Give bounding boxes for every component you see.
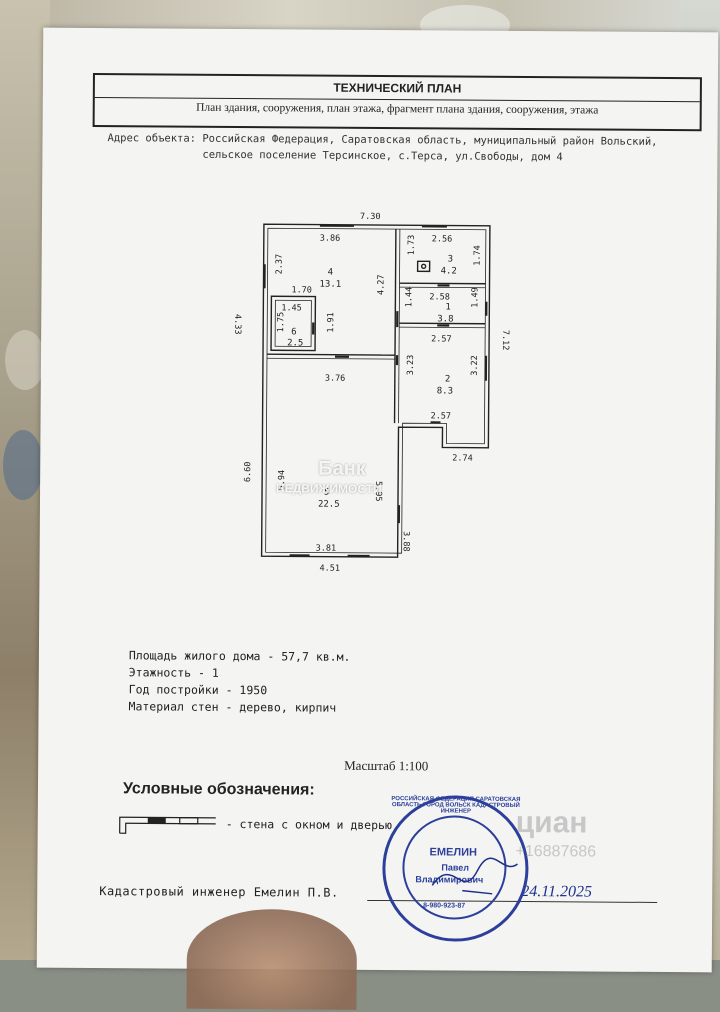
- room-area: 4.2: [441, 266, 457, 276]
- dim-room2-right: 3.22: [470, 355, 480, 376]
- room-area: 22.5: [318, 500, 340, 510]
- room-number: 4: [328, 268, 333, 278]
- dim-room5-bottom: 3.81: [316, 544, 337, 554]
- dim-room6-left: 1.75: [276, 312, 286, 333]
- address-line-1: Адрес объекта: Российская Федерация, Сар…: [107, 132, 657, 148]
- dim-room3-left: 1.73: [407, 235, 417, 256]
- fabric-flower: [3, 430, 43, 500]
- dim-room2-top: 2.57: [431, 334, 452, 344]
- floor-plan-drawing: 7.30 3.86 2.56 1.73 1.74 2.58 1.44 1.49 …: [229, 204, 532, 586]
- header-subtitle: План здания, сооружения, план этажа, фра…: [95, 101, 700, 117]
- dim-overall-right: 7.12: [500, 330, 510, 351]
- watermark-bank: Банк: [318, 458, 366, 481]
- engineer-label: Кадастровый инженер Емелин П.В.: [99, 884, 339, 900]
- header-box: ТЕХНИЧЕСКИЙ ПЛАН План здания, сооружения…: [93, 73, 702, 131]
- dim-room2-left: 3.23: [406, 355, 416, 376]
- dim-room1-top: 2.58: [429, 292, 450, 302]
- fabric-flower: [5, 330, 45, 390]
- legend-item: - стена с окном и дверью: [226, 817, 392, 832]
- legend-title: Условные обозначения:: [123, 780, 315, 799]
- watermark-realty: НЕДВИЖИМОСТИ: [276, 481, 382, 496]
- dim-bottom: 4.51: [319, 564, 340, 574]
- room-area: 2.5: [287, 338, 303, 348]
- dim-room4-top: 3.86: [320, 234, 341, 244]
- room-number: 6: [291, 327, 296, 337]
- room-area: 8.3: [437, 386, 453, 396]
- info-area: Площадь жилого дома - 57,7 кв.м.: [129, 648, 351, 664]
- header-title: ТЕХНИЧЕСКИЙ ПЛАН: [95, 79, 700, 97]
- dim-room4-right: 4.27: [376, 275, 386, 296]
- dim-room4-bottom: 1.70: [291, 285, 312, 295]
- dim-step-left: 3.88: [401, 531, 411, 552]
- info-year: Год постройки - 1950: [129, 682, 268, 697]
- info-floors: Этажность - 1: [129, 665, 219, 680]
- dim-room3-top: 2.56: [432, 234, 453, 244]
- address-line-2: сельское поселение Терсинское, с.Терса, …: [202, 149, 562, 164]
- room-area: 3.8: [437, 314, 453, 324]
- legend-wall-symbol: [118, 813, 218, 836]
- info-material: Материал стен - дерево, кирпич: [129, 699, 337, 714]
- scale-label: Масштаб 1:100: [344, 758, 428, 775]
- dim-room1-left: 1.44: [404, 287, 414, 308]
- dim-room2-bottom: 2.57: [431, 411, 452, 421]
- dim-room4-left: 2.37: [275, 254, 285, 275]
- finger-thumb: [186, 909, 357, 1010]
- dim-step-bottom: 2.74: [452, 454, 473, 464]
- dim-overall-top: 7.30: [360, 212, 381, 222]
- cian-watermark-id: +16887686: [515, 843, 596, 862]
- stamp-ring-text: РОССИЙСКАЯ ФЕДЕРАЦИЯ САРАТОВСКАЯ ОБЛАСТЬ…: [390, 796, 522, 815]
- room-number: 1: [445, 302, 450, 312]
- dim-room1-right: 1.49: [470, 287, 480, 308]
- dim-room3-right: 1.74: [473, 245, 483, 266]
- room-area: 13.1: [319, 280, 341, 290]
- dim-left-lower: 6.60: [243, 462, 253, 483]
- document-sheet: ТЕХНИЧЕСКИЙ ПЛАН План здания, сооружения…: [37, 28, 719, 973]
- room-number: 2: [445, 374, 450, 384]
- dim-overall-left: 4.33: [232, 314, 242, 335]
- dim-room5-top: 3.76: [325, 374, 346, 384]
- room-number: 3: [448, 254, 453, 264]
- cian-watermark-logo: циан: [516, 806, 588, 840]
- floor-plan: 7.30 3.86 2.56 1.73 1.74 2.58 1.44 1.49 …: [229, 204, 532, 591]
- dim-room6-right: 1.91: [326, 312, 336, 333]
